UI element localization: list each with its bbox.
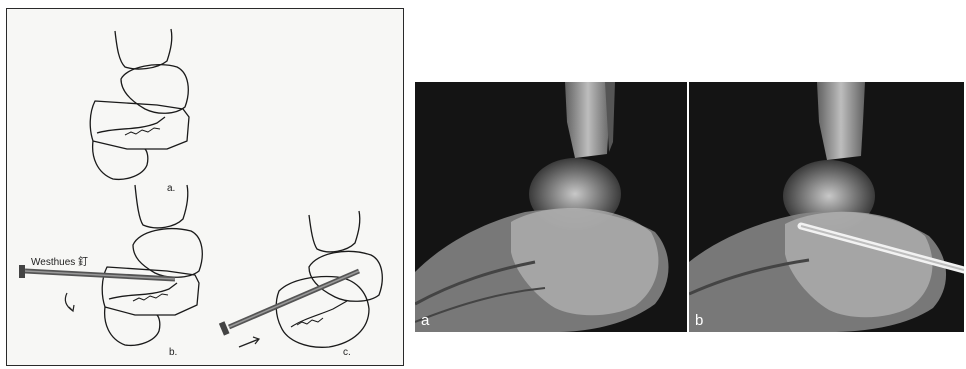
xray-image-a: a [415, 82, 687, 332]
diagram-c [276, 211, 382, 347]
diagram-label-b: b. [169, 347, 177, 358]
nail-b [19, 265, 175, 311]
fracture-diagram [7, 9, 405, 367]
diagram-a [90, 29, 189, 179]
diagram-panel: a. b. c. Westhues 釘 [6, 8, 404, 366]
diagram-label-a: a. [167, 183, 175, 194]
xray-image-b: b [689, 82, 964, 332]
xray-label-b: b [695, 312, 703, 329]
diagram-label-c: c. [343, 347, 351, 358]
nail-label: Westhues 釘 [31, 253, 88, 268]
nail-c [219, 271, 359, 347]
diagram-b [102, 185, 202, 345]
xray-label-a: a [421, 312, 429, 329]
